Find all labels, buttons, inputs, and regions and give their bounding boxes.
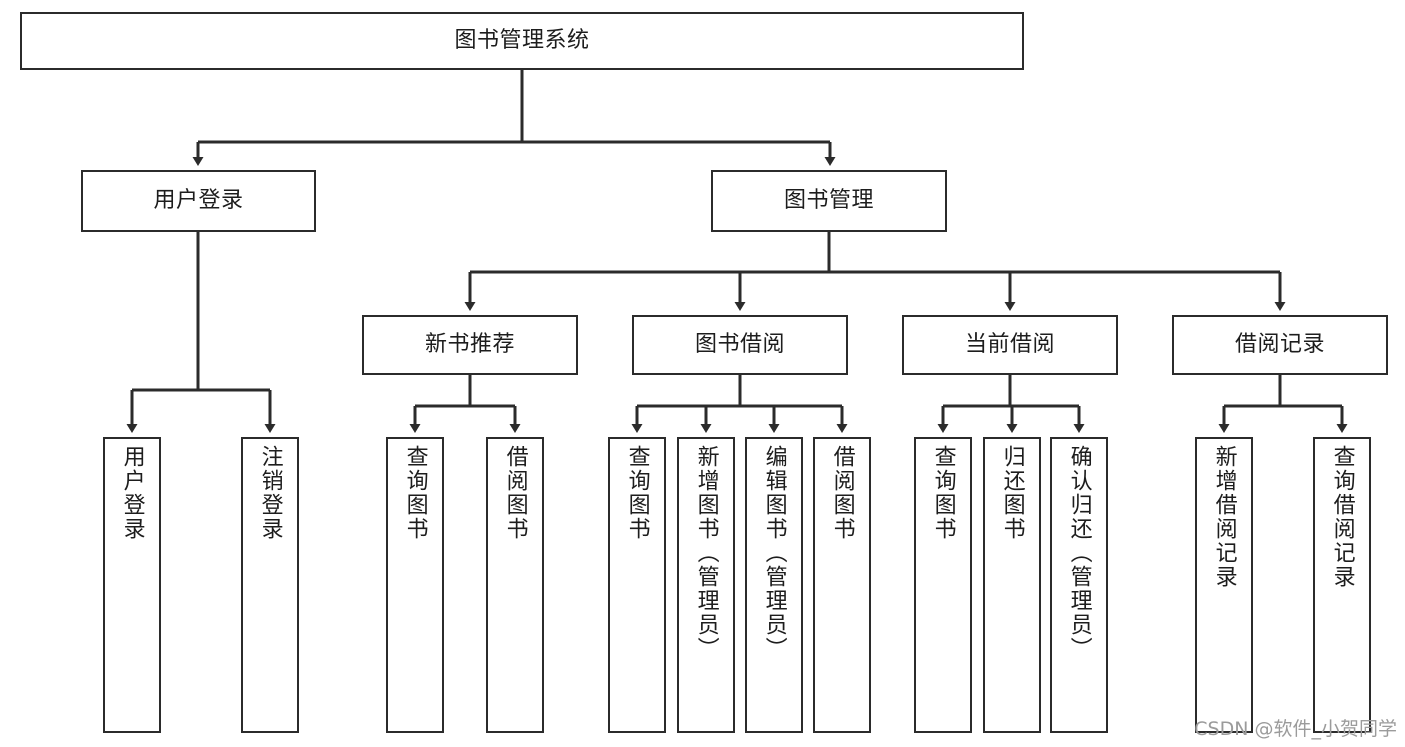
node-new-book-recommend[interactable]: 新书推荐	[362, 315, 578, 375]
watermark-text: CSDN @软件_小贺同学	[1194, 718, 1397, 740]
node-leaf-user-login[interactable]: 用户登录	[103, 437, 161, 733]
node-book-manage-label: 图书管理	[783, 188, 874, 214]
node-book-borrow-label: 图书借阅	[694, 332, 785, 358]
node-borrow-record[interactable]: 借阅记录	[1172, 315, 1388, 375]
node-leaf-query-book-3-label: 查询图书	[930, 445, 956, 541]
node-leaf-add-borrow-record-label: 新增借阅记录	[1211, 445, 1237, 589]
node-leaf-edit-book-admin[interactable]: 编辑图书（管理员）	[745, 437, 803, 733]
node-leaf-query-book-2[interactable]: 查询图书	[608, 437, 666, 733]
node-leaf-borrow-book-1[interactable]: 借阅图书	[486, 437, 544, 733]
node-borrow-record-label: 借阅记录	[1234, 332, 1325, 358]
node-leaf-query-borrow-record[interactable]: 查询借阅记录	[1313, 437, 1371, 733]
node-leaf-add-book-admin[interactable]: 新增图书（管理员）	[677, 437, 735, 733]
node-leaf-borrow-book-2[interactable]: 借阅图书	[813, 437, 871, 733]
node-leaf-query-book-1[interactable]: 查询图书	[386, 437, 444, 733]
node-leaf-logout[interactable]: 注销登录	[241, 437, 299, 733]
node-leaf-return-book[interactable]: 归还图书	[983, 437, 1041, 733]
node-leaf-borrow-book-2-label: 借阅图书	[829, 445, 855, 541]
node-leaf-add-borrow-record[interactable]: 新增借阅记录	[1195, 437, 1253, 733]
node-leaf-borrow-book-1-label: 借阅图书	[502, 445, 528, 541]
node-leaf-query-book-3[interactable]: 查询图书	[914, 437, 972, 733]
node-book-manage[interactable]: 图书管理	[711, 170, 947, 232]
node-book-borrow[interactable]: 图书借阅	[632, 315, 848, 375]
node-leaf-add-book-admin-label: 新增图书（管理员）	[693, 445, 719, 661]
node-leaf-confirm-return-admin-label: 确认归还（管理员）	[1066, 445, 1092, 661]
node-leaf-query-borrow-record-label: 查询借阅记录	[1329, 445, 1355, 589]
node-leaf-confirm-return-admin[interactable]: 确认归还（管理员）	[1050, 437, 1108, 733]
node-leaf-query-book-1-label: 查询图书	[402, 445, 428, 541]
node-user-login[interactable]: 用户登录	[81, 170, 316, 232]
node-new-book-recommend-label: 新书推荐	[424, 332, 515, 358]
node-leaf-query-book-2-label: 查询图书	[624, 445, 650, 541]
node-leaf-logout-label: 注销登录	[257, 445, 283, 541]
node-root[interactable]: 图书管理系统	[20, 12, 1024, 70]
node-user-login-label: 用户登录	[153, 188, 244, 214]
node-leaf-return-book-label: 归还图书	[999, 445, 1025, 541]
node-current-borrow-label: 当前借阅	[964, 332, 1055, 358]
node-root-label: 图书管理系统	[454, 28, 590, 54]
node-leaf-edit-book-admin-label: 编辑图书（管理员）	[761, 445, 787, 661]
node-current-borrow[interactable]: 当前借阅	[902, 315, 1118, 375]
node-leaf-user-login-label: 用户登录	[119, 445, 145, 541]
